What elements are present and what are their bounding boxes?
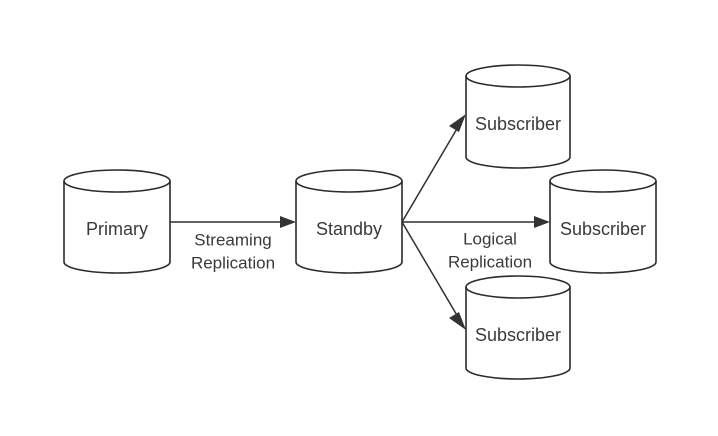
subscriber-middle-cylinder-rim bbox=[549, 180, 657, 193]
logical-replication-arrow-bottom bbox=[401, 221, 466, 330]
standby-database-node: Standby bbox=[295, 169, 403, 274]
logical-replication-label-line1: Logical bbox=[463, 229, 517, 248]
standby-cylinder-rim bbox=[295, 180, 403, 193]
logical-replication-arrow-top bbox=[401, 114, 466, 223]
primary-database-node: Primary bbox=[63, 169, 171, 274]
logical-replication-line-bottom bbox=[401, 221, 459, 318]
primary-cylinder-shape bbox=[63, 169, 171, 274]
subscriber-middle-cylinder-shape bbox=[549, 169, 657, 274]
logical-replication-arrowhead-middle bbox=[534, 216, 550, 228]
subscriber-top-cylinder-shape bbox=[465, 64, 571, 169]
logical-replication-arrowhead-bottom bbox=[449, 312, 466, 330]
streaming-replication-label-line1: Streaming bbox=[194, 230, 271, 249]
logical-replication-arrowhead-top bbox=[449, 114, 466, 132]
subscriber-bottom-cylinder-shape bbox=[465, 275, 571, 380]
logical-replication-arrow-middle bbox=[402, 216, 550, 228]
subscriber-top-database-node: Subscriber bbox=[465, 64, 571, 169]
subscriber-bottom-database-node: Subscriber bbox=[465, 275, 571, 380]
logical-replication-line-top bbox=[401, 126, 459, 223]
subscriber-bottom-label: Subscriber bbox=[475, 325, 561, 345]
primary-cylinder-rim bbox=[63, 180, 171, 193]
primary-label: Primary bbox=[86, 219, 148, 239]
subscriber-top-label: Subscriber bbox=[475, 114, 561, 134]
subscriber-top-cylinder-rim bbox=[465, 75, 571, 88]
subscriber-middle-label: Subscriber bbox=[560, 219, 646, 239]
standby-label: Standby bbox=[316, 219, 382, 239]
streaming-replication-arrow bbox=[170, 216, 296, 228]
logical-replication-label-line2: Replication bbox=[448, 252, 532, 271]
subscriber-middle-database-node: Subscriber bbox=[549, 169, 657, 274]
streaming-replication-arrowhead bbox=[280, 216, 296, 228]
streaming-replication-label-line2: Replication bbox=[191, 253, 275, 272]
standby-cylinder-shape bbox=[295, 169, 403, 274]
subscriber-bottom-cylinder-rim bbox=[465, 286, 571, 299]
